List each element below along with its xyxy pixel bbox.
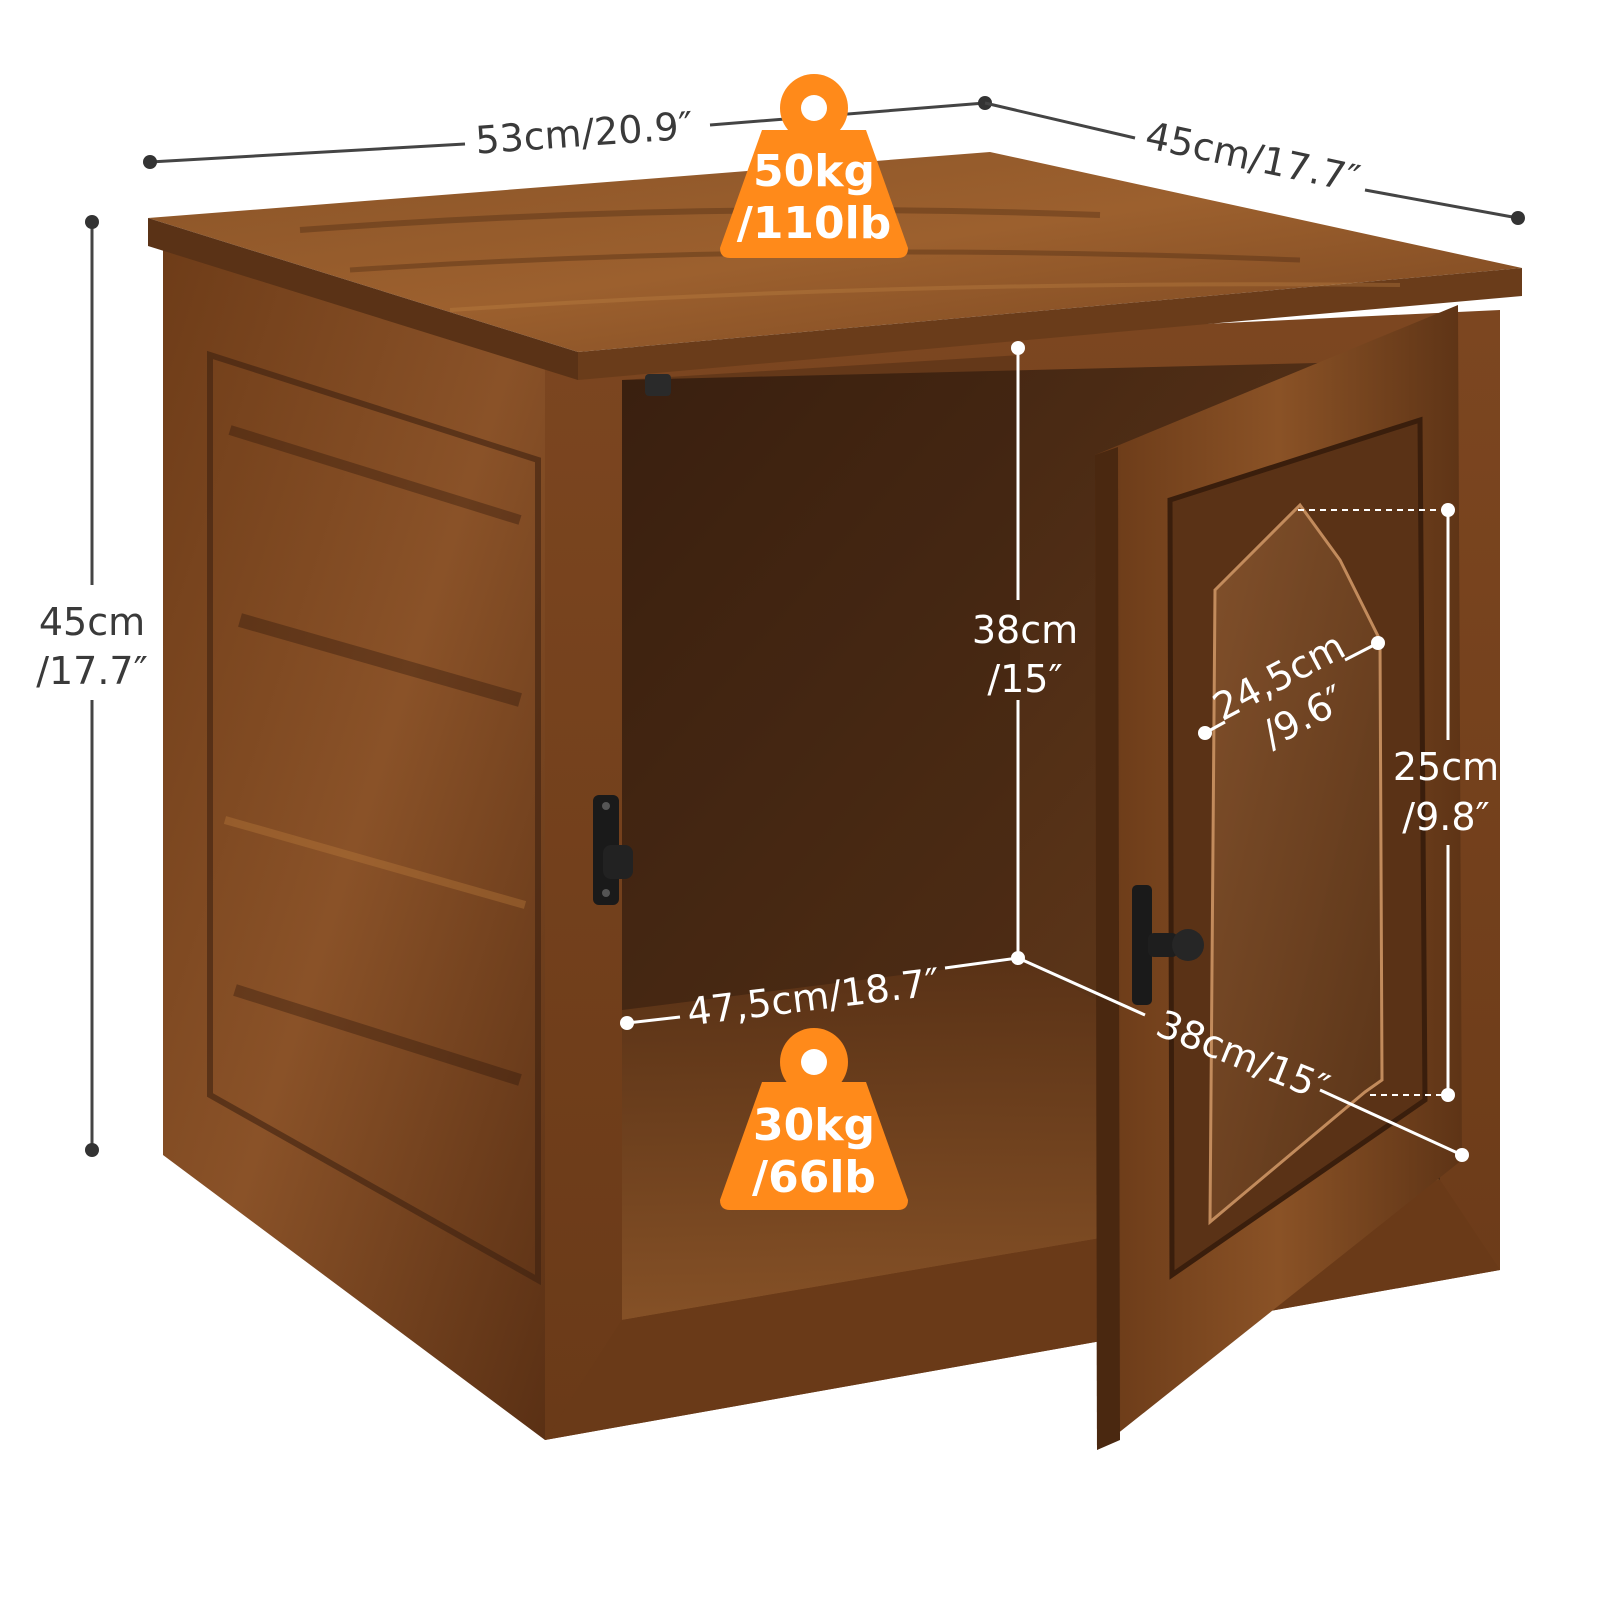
inner-width-dimension bbox=[620, 956, 1019, 1030]
window-height-label-line2: /9.8″ bbox=[1402, 795, 1489, 839]
inner-height-label-line1: 38cm bbox=[972, 608, 1078, 652]
height-dimension bbox=[85, 215, 99, 1157]
depth-label: 45cm/17.7″ bbox=[1142, 113, 1364, 201]
top-load-line2: /110lb bbox=[737, 198, 892, 249]
cabinet-top-edge-side bbox=[148, 218, 578, 380]
inner-height-label-line2: /15″ bbox=[987, 657, 1062, 701]
bottom-load-line1: 30kg bbox=[753, 1100, 875, 1151]
window-height-label-line1: 25cm bbox=[1393, 745, 1499, 789]
top-load-line1: 50kg bbox=[753, 146, 875, 197]
cabinet-side-panel bbox=[163, 248, 545, 1440]
cabinet-back-wall bbox=[622, 355, 1020, 1010]
bottom-load-line2: /66lb bbox=[752, 1152, 876, 1203]
height-label-line2: /17.7″ bbox=[36, 649, 148, 693]
width-label: 53cm/20.9″ bbox=[474, 103, 694, 162]
side-wood-grain bbox=[223, 425, 527, 1086]
door-edge bbox=[1095, 447, 1120, 1450]
window-height-dimension bbox=[1298, 503, 1455, 1102]
cabinet-top-edge-front bbox=[578, 268, 1522, 380]
side-panel-inset bbox=[207, 350, 541, 1286]
window-width-dimension bbox=[1198, 636, 1385, 740]
height-label-line1: 45cm bbox=[39, 600, 145, 644]
weight-icon bbox=[720, 74, 908, 258]
latch-icon bbox=[593, 795, 633, 905]
weight-icon bbox=[720, 1028, 908, 1210]
door-acrylic-window bbox=[1208, 502, 1384, 1226]
inner-depth-dimension bbox=[1017, 956, 1469, 1162]
depth-dimension bbox=[984, 101, 1525, 225]
door-knob-icon bbox=[1132, 885, 1204, 1005]
hinge-icon bbox=[645, 374, 671, 396]
